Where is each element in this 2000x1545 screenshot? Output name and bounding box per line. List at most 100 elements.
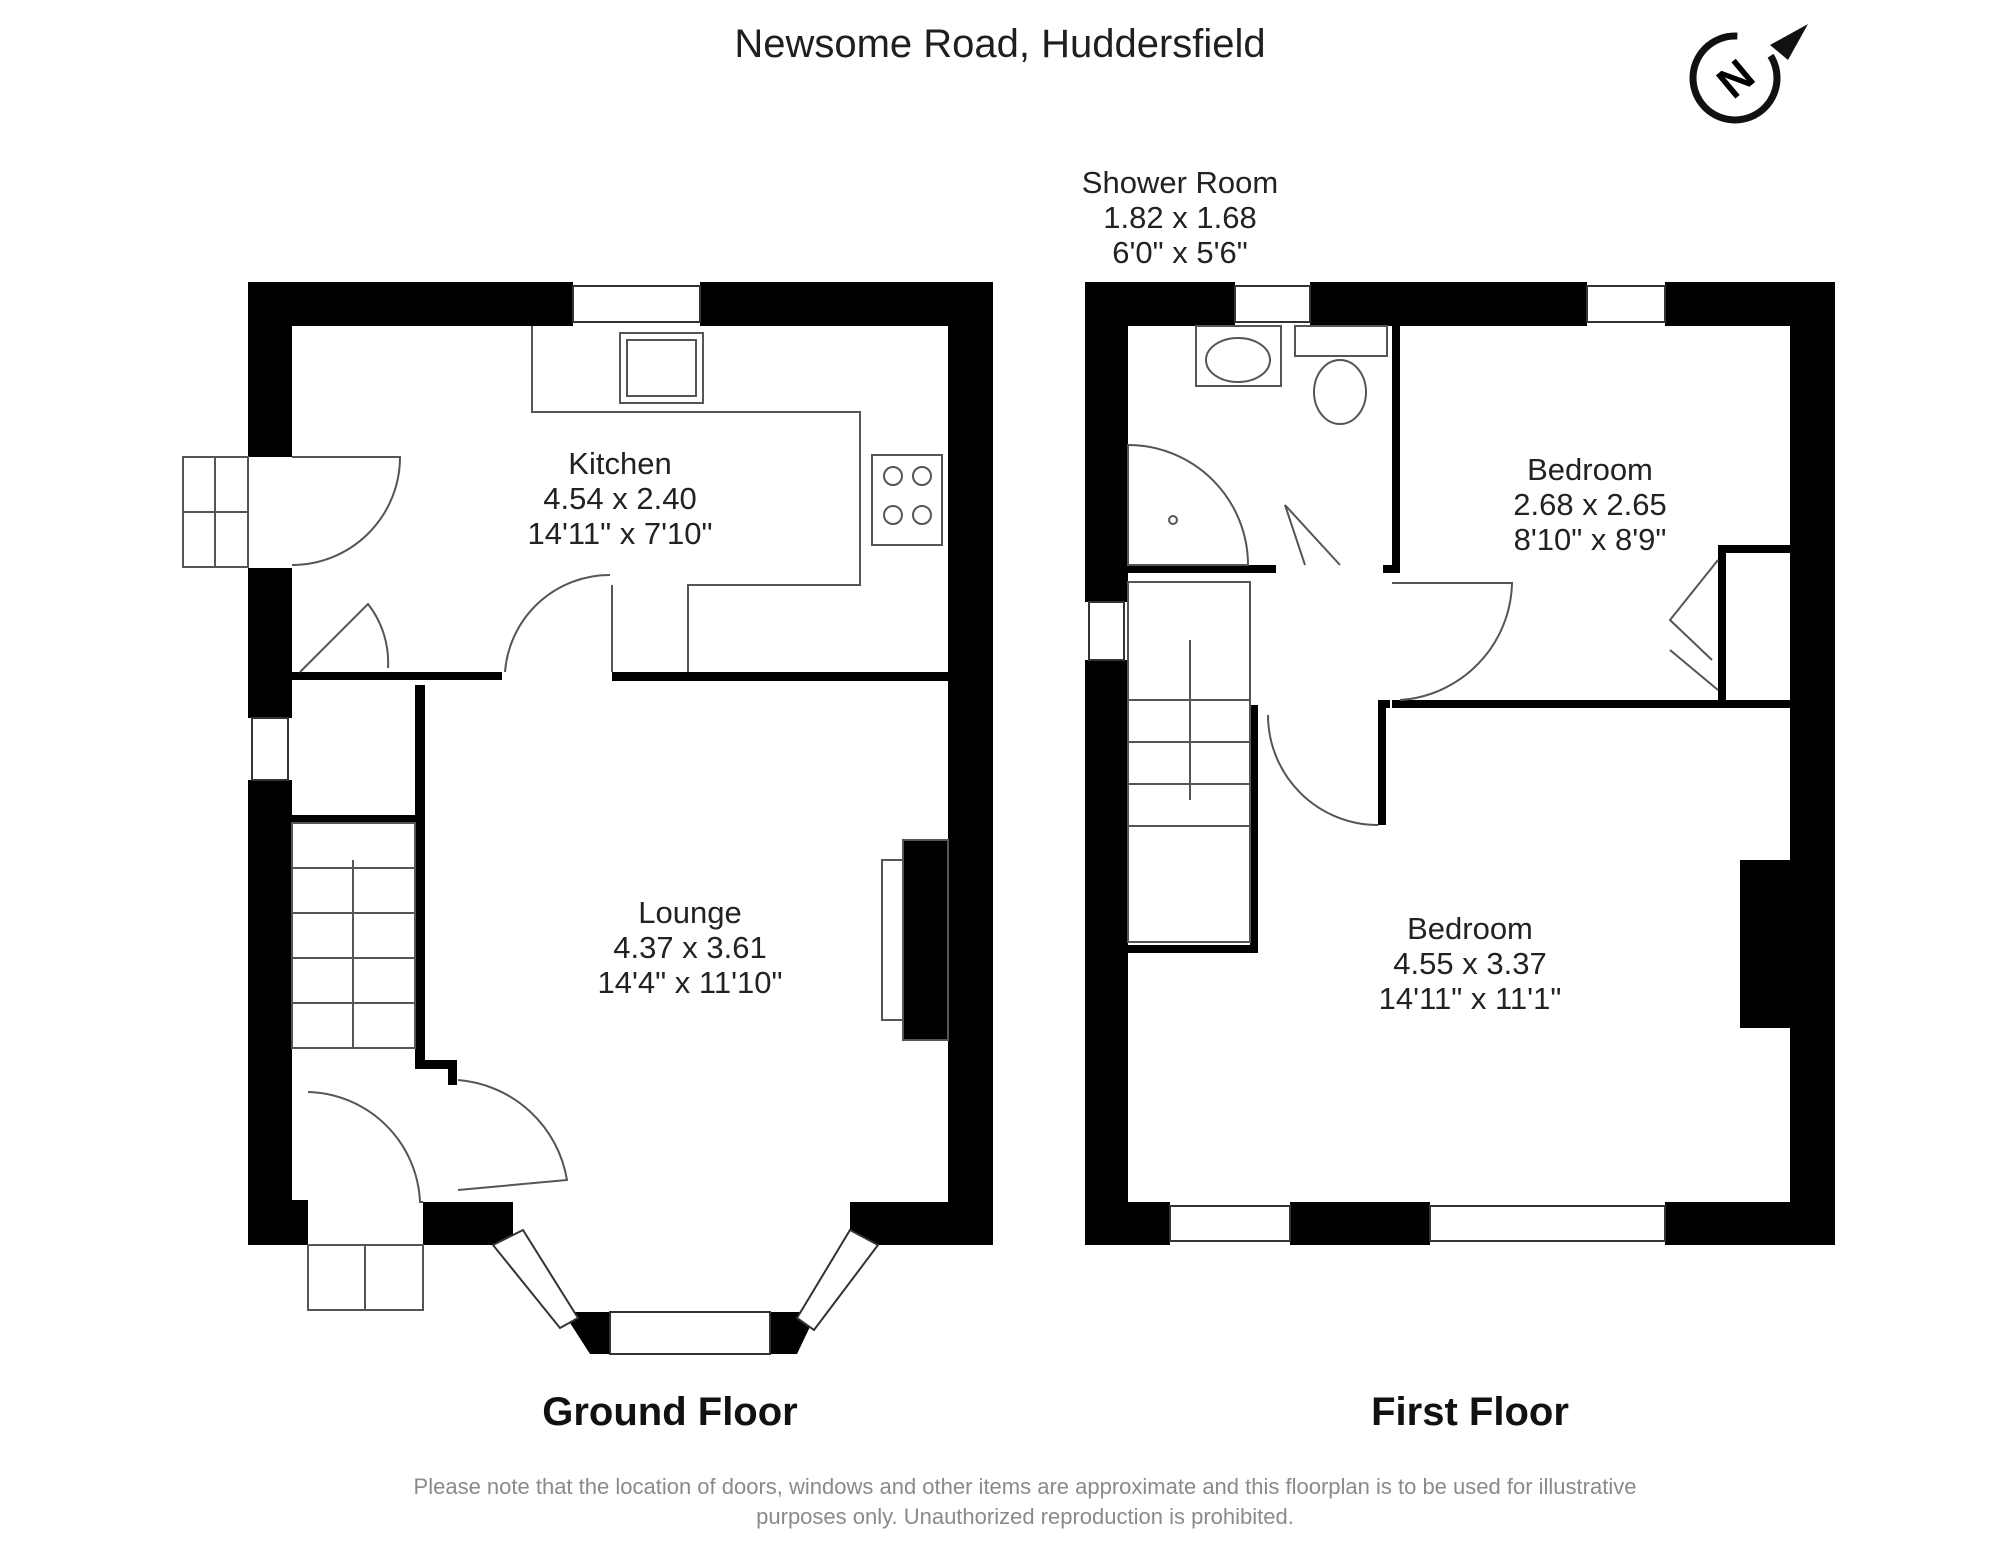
window <box>491 1228 580 1330</box>
door-swing <box>307 1091 423 1203</box>
door-swing <box>1267 714 1379 826</box>
wall <box>1383 565 1400 573</box>
window <box>609 1311 771 1355</box>
wall <box>1392 326 1400 571</box>
room-name: Lounge <box>638 895 742 930</box>
wall <box>248 1202 308 1245</box>
room-label-bedroom-small: Bedroom 2.68 x 2.65 8'10" x 8'9" <box>1470 452 1710 557</box>
hob-ring <box>912 505 932 525</box>
room-imperial: 14'11" x 11'1" <box>1378 981 1562 1016</box>
room-metric: 2.68 x 2.65 <box>1513 487 1667 522</box>
window <box>1169 1205 1291 1242</box>
door-swing <box>299 602 390 673</box>
wall <box>415 685 425 1065</box>
floor-label-first: First Floor <box>1371 1390 1569 1434</box>
wall <box>248 568 292 718</box>
wall <box>292 815 422 823</box>
disclaimer-line: Please note that the location of doors, … <box>413 1474 1637 1499</box>
wall <box>390 672 502 680</box>
door-swing <box>291 456 402 566</box>
door-swing <box>504 573 611 673</box>
wall <box>1085 282 1128 602</box>
toilet <box>1313 359 1367 425</box>
hob-ring <box>883 505 903 525</box>
room-name: Bedroom <box>1407 911 1533 946</box>
wall <box>948 282 993 1245</box>
wall <box>563 1312 610 1354</box>
wall <box>1085 1202 1170 1245</box>
wall <box>248 780 292 1245</box>
shower-tray <box>1127 443 1250 566</box>
window <box>1429 1205 1666 1242</box>
room-imperial: 14'11" x 7'10" <box>527 516 713 551</box>
sink-basin <box>626 339 697 397</box>
room-imperial: 14'4" x 11'10" <box>597 965 783 1000</box>
wall <box>1790 282 1835 1245</box>
page-title: Newsome Road, Huddersfield <box>734 22 1266 66</box>
window <box>572 285 701 323</box>
worktop <box>531 326 861 672</box>
room-imperial: 8'10" x 8'9" <box>1513 522 1667 557</box>
first-floor-windows <box>1088 285 1666 1242</box>
room-name: Bedroom <box>1527 452 1653 487</box>
room-label-lounge: Lounge 4.37 x 3.61 14'4" x 11'10" <box>560 895 820 1000</box>
room-metric: 4.54 x 2.40 <box>543 481 697 516</box>
chimney-breast <box>902 839 949 1041</box>
door-swing <box>1284 504 1341 566</box>
room-label-kitchen: Kitchen 4.54 x 2.40 14'11" x 7'10" <box>490 446 750 551</box>
window <box>1234 285 1311 323</box>
wall <box>448 1060 457 1085</box>
wall <box>850 1202 993 1245</box>
north-arrow-icon: N <box>1689 24 1808 124</box>
disclaimer: Please note that the location of doors, … <box>300 1472 1750 1532</box>
window <box>251 717 289 781</box>
room-name: Kitchen <box>568 446 672 481</box>
sink <box>619 332 704 404</box>
chimney-breast <box>1740 860 1790 1028</box>
wall <box>1290 1202 1430 1245</box>
wall <box>700 282 993 326</box>
basin-bowl <box>1205 337 1271 383</box>
hob-ring <box>912 466 932 486</box>
window <box>795 1228 880 1332</box>
wall <box>612 672 948 681</box>
disclaimer-line: purposes only. Unauthorized reproduction… <box>756 1504 1294 1529</box>
staircase <box>1127 581 1251 943</box>
ground-floor-windows <box>251 285 880 1355</box>
room-metric: 4.55 x 3.37 <box>1393 946 1547 981</box>
door-swing <box>1392 582 1514 701</box>
fireplace-hearth <box>881 859 904 1021</box>
wall <box>1250 705 1258 950</box>
wall <box>1378 705 1386 825</box>
room-metric: 4.37 x 3.61 <box>613 930 767 965</box>
wall <box>1718 545 1790 553</box>
room-imperial: 6'0" x 5'6" <box>1112 235 1248 270</box>
door-swing <box>457 1079 569 1191</box>
hob-ring <box>883 466 903 486</box>
wall <box>1128 945 1258 953</box>
first-floor-plan <box>1085 282 1835 1245</box>
room-metric: 1.82 x 1.68 <box>1103 200 1257 235</box>
wardrobe-doors <box>1668 559 1719 691</box>
wall <box>1128 565 1276 573</box>
wall <box>1310 282 1587 326</box>
wall <box>415 1060 457 1069</box>
wall <box>292 1200 308 1206</box>
wall <box>248 282 573 326</box>
hob <box>871 454 943 546</box>
cistern <box>1294 325 1388 357</box>
window <box>1088 601 1125 661</box>
wall <box>1665 1202 1835 1245</box>
wall <box>423 1202 513 1245</box>
room-label-shower-room: Shower Room 1.82 x 1.68 6'0" x 5'6" <box>1060 165 1300 270</box>
wall <box>292 672 437 680</box>
floor-label-ground: Ground Floor <box>542 1390 798 1434</box>
room-label-bedroom-large: Bedroom 4.55 x 3.37 14'11" x 11'1" <box>1340 911 1600 1016</box>
wall <box>1085 660 1128 1245</box>
basin <box>1195 325 1282 387</box>
wall <box>1718 545 1726 705</box>
ground-floor-plan <box>248 282 993 1354</box>
room-name: Shower Room <box>1081 165 1279 200</box>
ground-floor-fixtures <box>182 326 949 1311</box>
